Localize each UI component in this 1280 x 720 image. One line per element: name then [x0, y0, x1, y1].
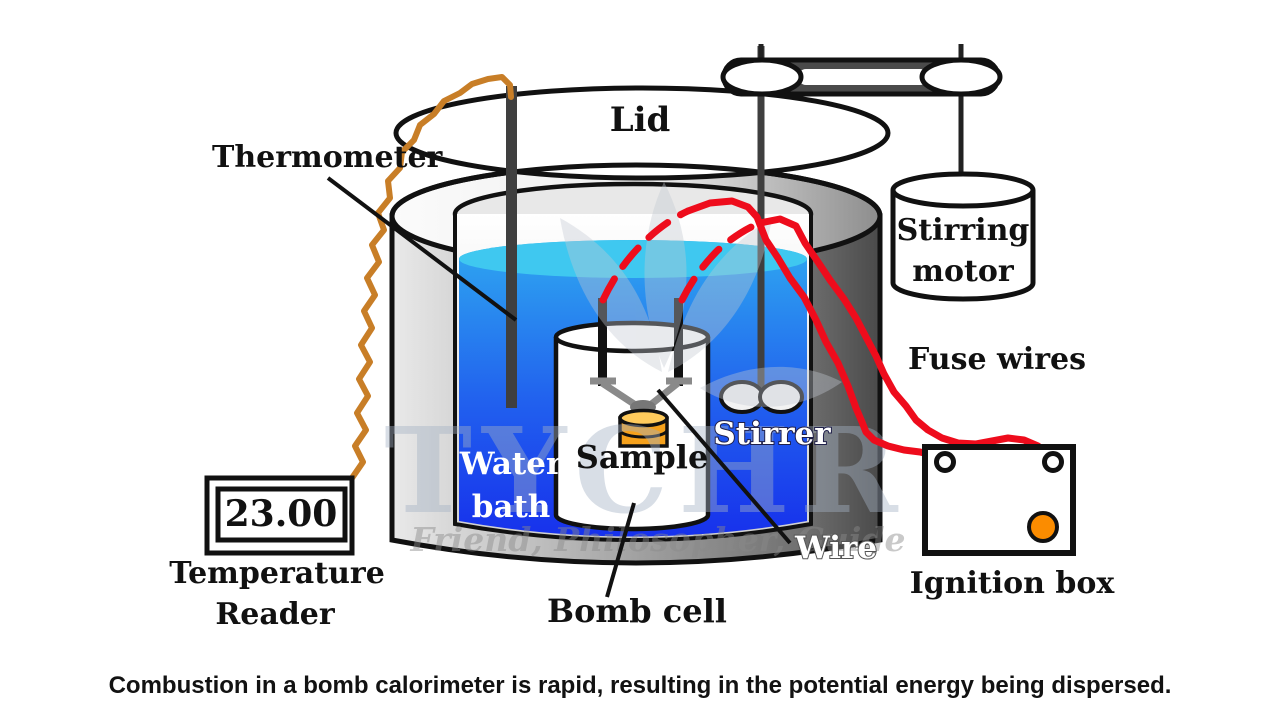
- fuse-wires-label: Fuse wires: [908, 342, 1086, 377]
- watermark-tagline: Friend, Philosopher, Guide: [409, 520, 905, 559]
- stirring-motor-label-2: motor: [912, 254, 1015, 289]
- fuse-wires: [599, 197, 1055, 470]
- electrode-right: [674, 298, 683, 386]
- electrode-left: [598, 298, 607, 386]
- pointer-lines: [326, 176, 792, 598]
- sample-cup: [618, 408, 669, 448]
- pulley-belt: [720, 44, 1003, 190]
- watermark-brand: TYCHR: [384, 401, 907, 540]
- thermometer-wire: [349, 74, 514, 481]
- thermometer-label: Thermometer: [212, 140, 444, 175]
- temperature-reader: 23.00: [204, 475, 355, 556]
- temperature-reader-label-1: Temperature: [169, 556, 385, 591]
- temperature-value: 23.00: [225, 493, 338, 535]
- water-bath-label-1: Water: [459, 446, 563, 482]
- thermometer-rod: [506, 86, 517, 408]
- ignition-terminal-right: [1042, 451, 1064, 473]
- bomb-cell: [553, 298, 711, 532]
- stirrer: [719, 46, 804, 414]
- ignition-box: [922, 444, 1076, 556]
- light-labels: Water bath Stirrer Wire: [459, 415, 878, 567]
- sample-label: Sample: [576, 438, 709, 476]
- wire-label: Wire: [794, 530, 877, 566]
- lid-label: Lid: [610, 100, 671, 140]
- lid: [393, 85, 891, 181]
- stirrer-label: Stirrer: [713, 416, 831, 452]
- ignition-box-label: Ignition box: [910, 566, 1116, 601]
- stirrer-paddle-right: [758, 380, 804, 414]
- watermark: TYCHR Friend, Philosopher, Guide: [384, 182, 907, 559]
- water-bath-label-2: bath: [472, 489, 551, 525]
- bomb-cell-pointer: [605, 502, 636, 598]
- labels: Lid Thermometer Fuse wires Sample Bomb c…: [169, 100, 1115, 632]
- bomb-cell-label: Bomb cell: [547, 592, 727, 630]
- stirring-motor-label-1: Stirring: [897, 213, 1030, 248]
- ignition-button: [1027, 511, 1059, 543]
- caption: Combustion in a bomb calorimeter is rapi…: [109, 672, 1172, 699]
- pulley-right: [919, 57, 1003, 97]
- vessel-rim-front-arc: [389, 162, 883, 217]
- ignition-terminal-left: [934, 451, 956, 473]
- pulley-left: [720, 57, 804, 97]
- stirring-motor: Stirring motor: [890, 171, 1036, 302]
- temperature-reader-label-2: Reader: [215, 597, 336, 632]
- wire-pointer: [656, 388, 792, 545]
- thermometer-pointer: [326, 176, 518, 322]
